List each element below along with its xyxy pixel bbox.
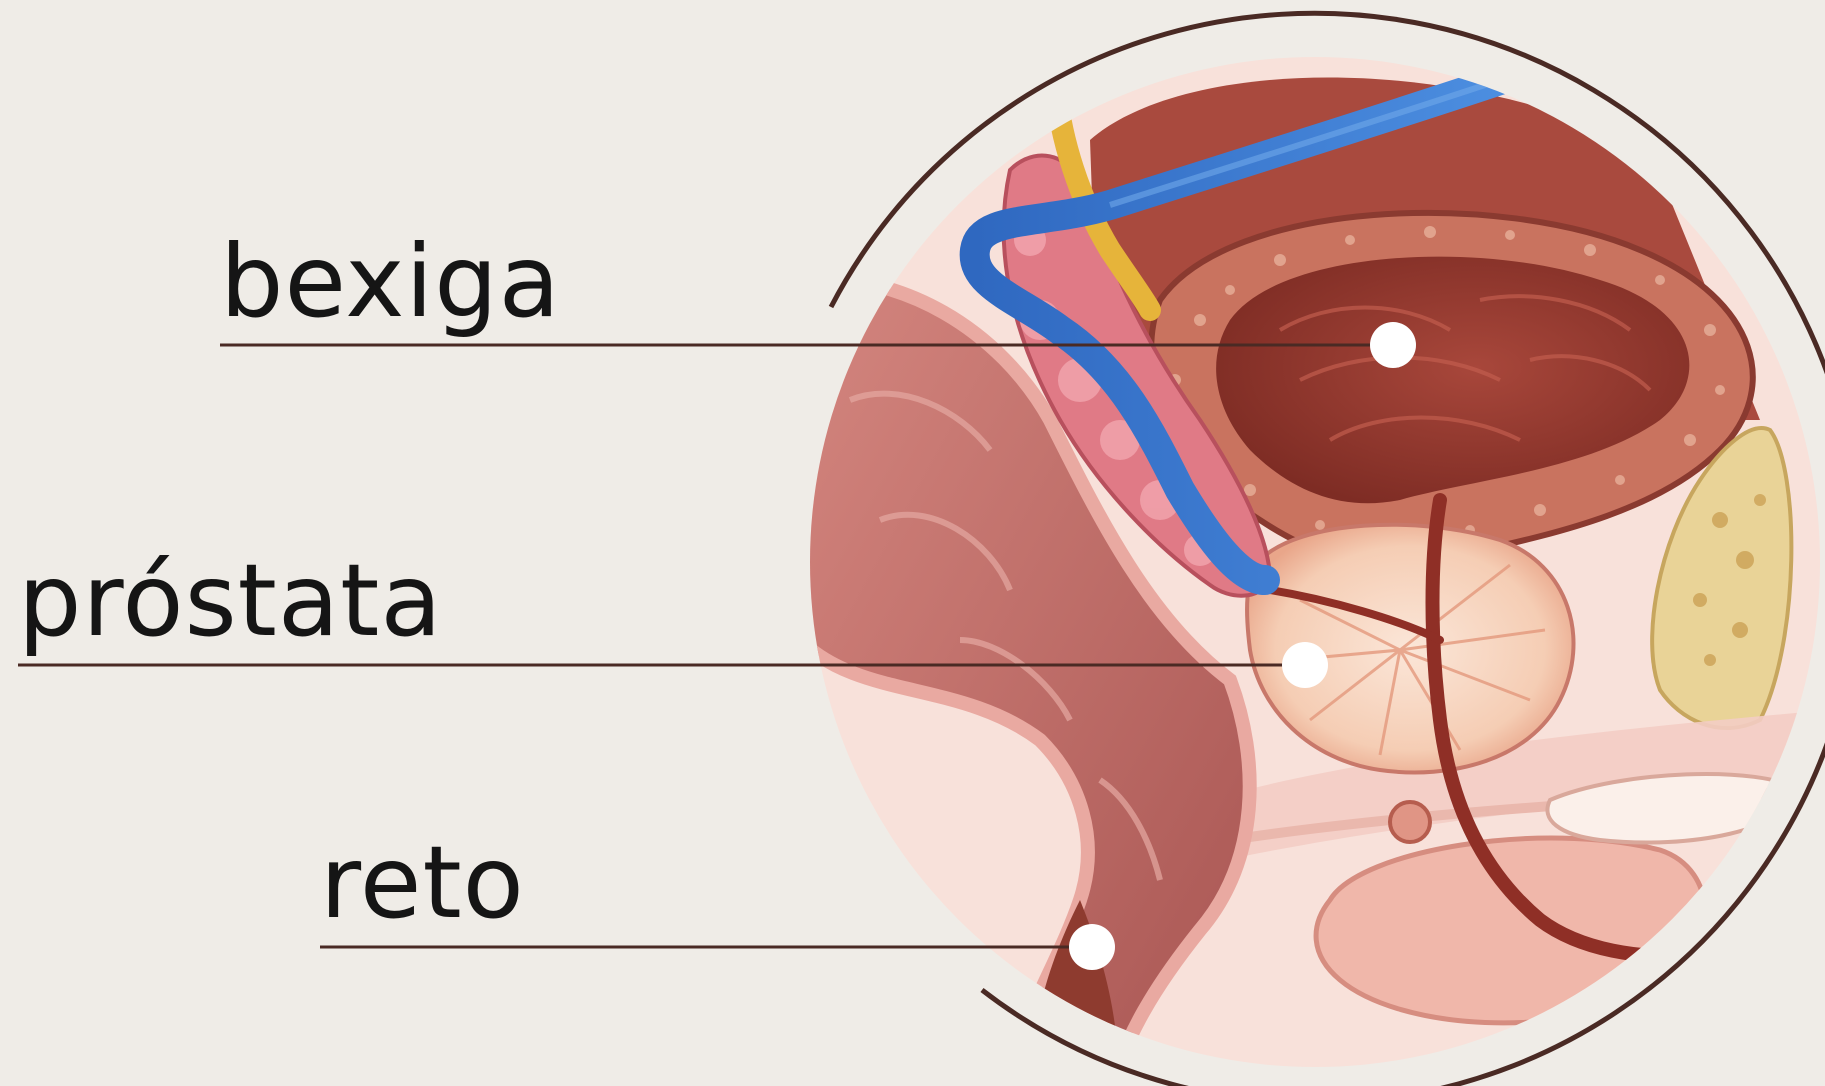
label-bladder: bexiga bbox=[220, 232, 561, 332]
marker-bladder bbox=[1370, 322, 1416, 368]
marker-rectum bbox=[1069, 924, 1115, 970]
label-rectum: reto bbox=[320, 833, 525, 933]
anatomy-illustration bbox=[790, 40, 1825, 1086]
label-prostate: próstata bbox=[18, 551, 443, 651]
marker-prostate bbox=[1282, 642, 1328, 688]
